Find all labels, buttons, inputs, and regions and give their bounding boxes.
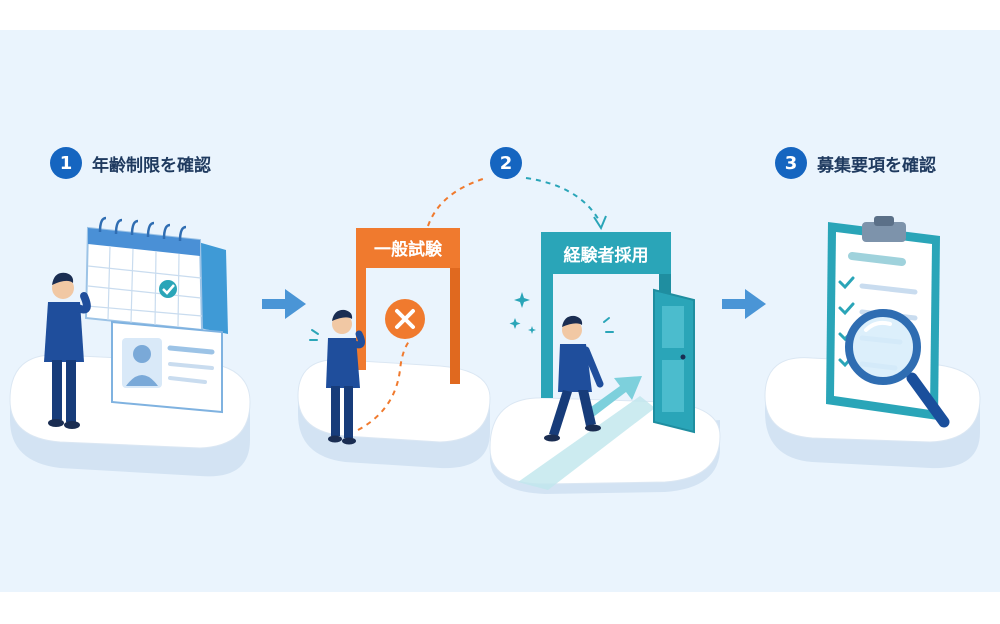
calendar-icon (84, 216, 228, 334)
person-thinking-2 (309, 309, 366, 445)
experienced-label: 経験者採用 (564, 245, 649, 266)
general-exam-label: 一般試験 (374, 239, 443, 260)
id-card-icon (111, 320, 223, 414)
dashed-path-general (357, 339, 411, 431)
open-door-icon (653, 288, 695, 434)
flow-arrow-1 (262, 289, 306, 319)
step-2-badge: 2 (490, 147, 522, 179)
general-exam-gate (356, 228, 460, 384)
person-walking (544, 315, 604, 442)
step-3-title: 3 募集要項を確認 (775, 147, 936, 179)
magnifier-icon (845, 309, 950, 428)
dashed-arc-left (427, 177, 487, 227)
step-3-label: 募集要項を確認 (817, 155, 936, 176)
dashed-arc-right (525, 177, 601, 223)
experienced-gate (541, 232, 671, 398)
person-thinking-1 (44, 272, 91, 429)
path-arrow (584, 376, 642, 418)
sparkle-icons (509, 292, 614, 334)
flow-arrow-2 (722, 289, 766, 319)
step-3-badge: 3 (775, 147, 807, 179)
step-1-badge: 1 (50, 147, 82, 179)
step-1-title: 1 年齢制限を確認 (50, 147, 211, 179)
step-2-title: 2 (490, 147, 522, 179)
step-1-label: 年齢制限を確認 (92, 155, 211, 176)
dashed-arc-arrowhead (593, 215, 607, 231)
